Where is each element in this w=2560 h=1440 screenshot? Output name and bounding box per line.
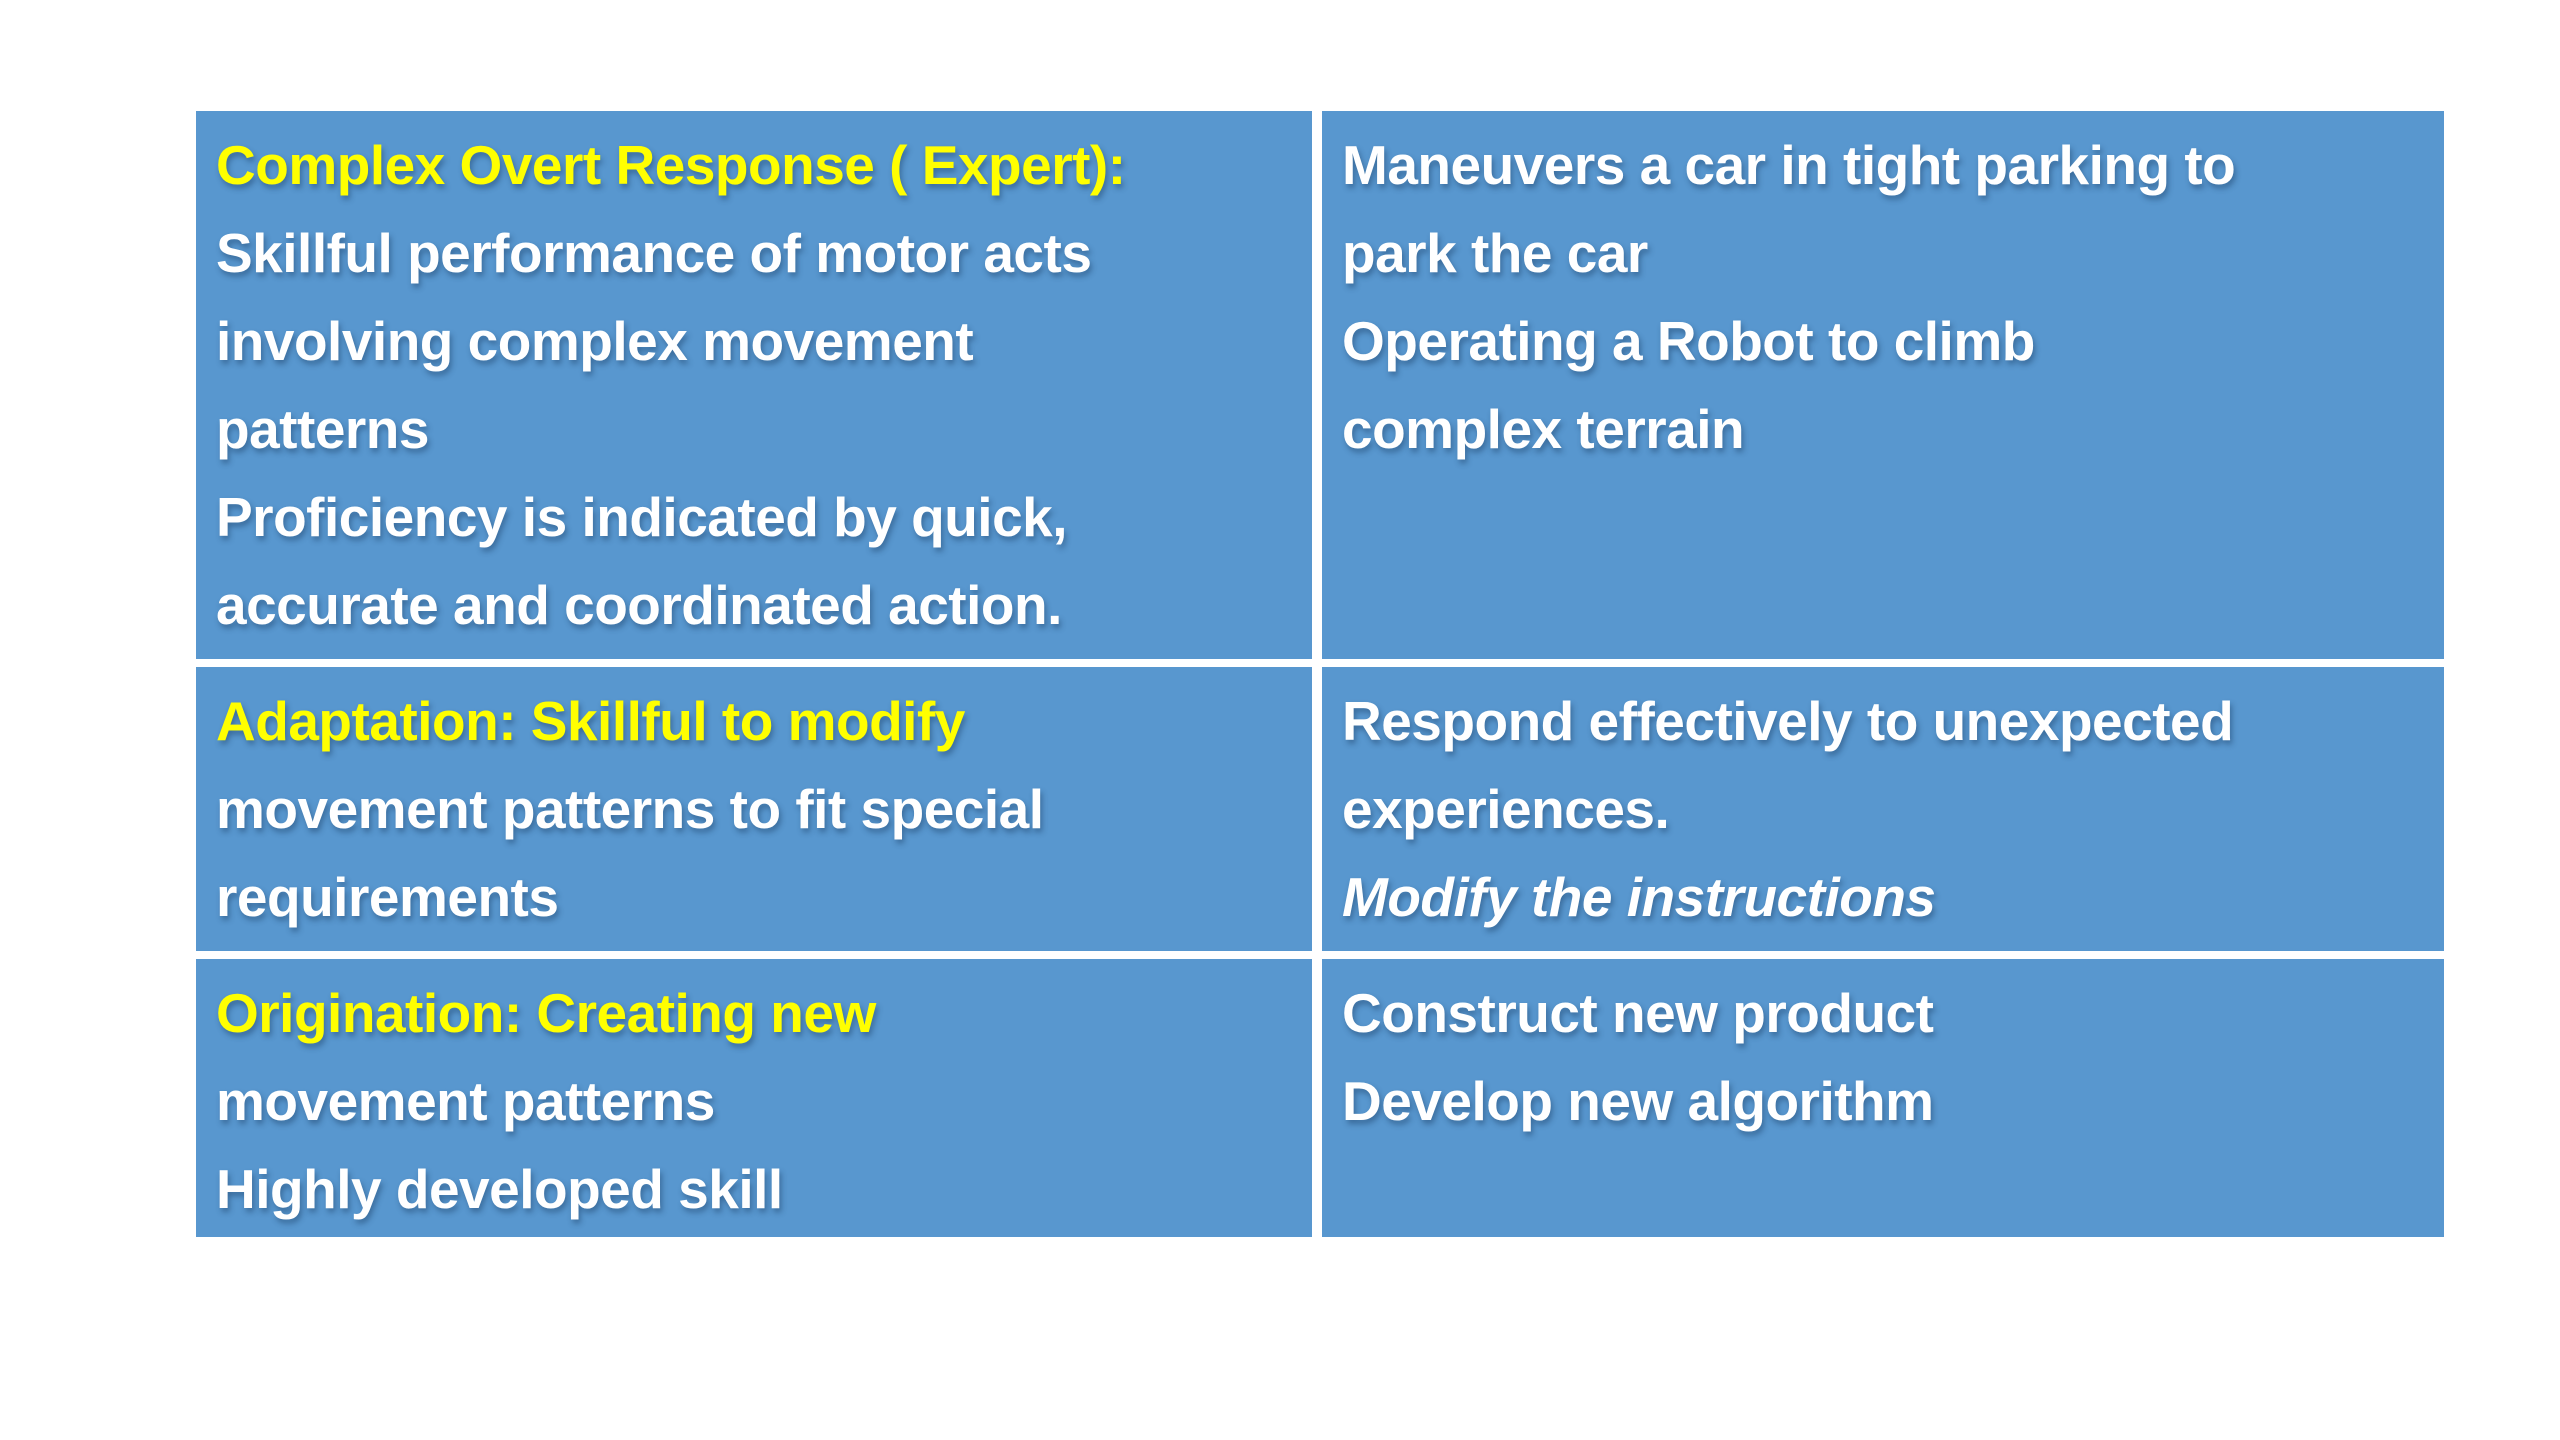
cell-line: Operating a Robot to climb [1342, 310, 2035, 372]
cell-line: Highly developed skill [216, 1158, 783, 1220]
psychomotor-domain-table: Complex Overt Response ( Expert): Skillfu… [196, 111, 2444, 1237]
cell-line: movement patterns to fit special [216, 778, 1044, 840]
cell-line: Complex Overt Response ( Expert): [216, 134, 1126, 196]
cell-line: Respond effectively to unexpected [1342, 690, 2234, 752]
table-cell-r1-c1: Complex Overt Response ( Expert): Skillfu… [196, 111, 1312, 659]
cell-line: movement patterns [216, 1070, 715, 1132]
cell-line: Modify the instructions [1342, 866, 1936, 928]
table-cell-r2-c1: Adaptation: Skillful to modify movement p… [196, 667, 1312, 951]
cell-line: park the car [1342, 222, 1648, 284]
cell-line: Origination: Creating new [216, 982, 876, 1044]
cell-line: Proficiency is indicated by quick, [216, 486, 1068, 548]
cell-line: complex terrain [1342, 398, 1745, 460]
cell-line: Maneuvers a car in tight parking to [1342, 134, 2236, 196]
cell-line: patterns [216, 398, 430, 460]
cell-line: requirements [216, 866, 559, 928]
table-cell-r2-c2: Respond effectively to unexpected experie… [1322, 667, 2444, 951]
cell-line: involving complex movement [216, 310, 974, 372]
cell-line: experiences. [1342, 778, 1670, 840]
cell-line: Develop new algorithm [1342, 1070, 1934, 1132]
cell-line: accurate and coordinated action. [216, 574, 1062, 636]
cell-line: Skillful performance of motor acts [216, 222, 1092, 284]
table-cell-r1-c2: Maneuvers a car in tight parking to park … [1322, 111, 2444, 659]
table-cell-r3-c1: Origination: Creating new movement patter… [196, 959, 1312, 1237]
cell-line: Construct new product [1342, 982, 1934, 1044]
cell-line: Adaptation: Skillful to modify [216, 690, 965, 752]
